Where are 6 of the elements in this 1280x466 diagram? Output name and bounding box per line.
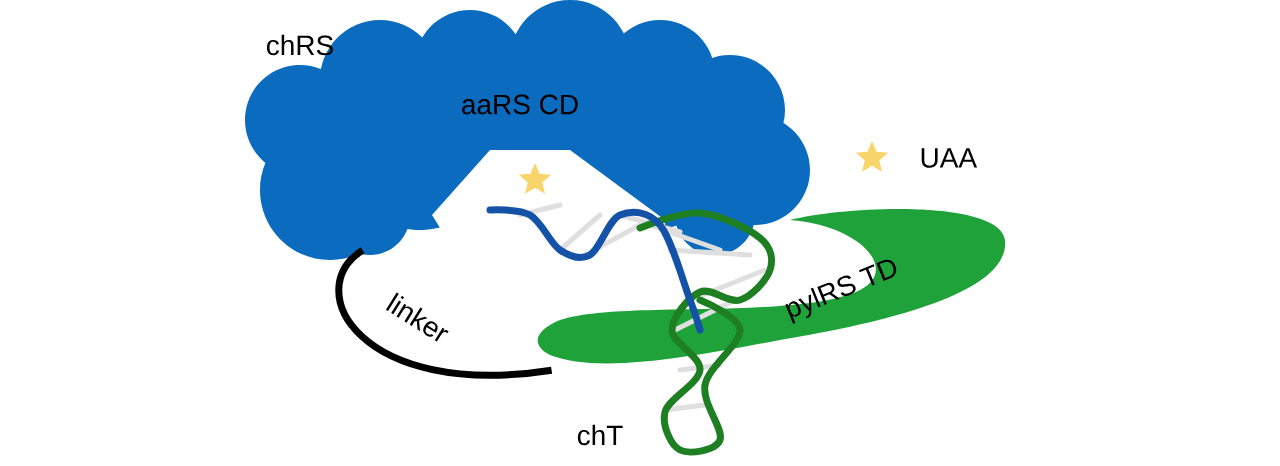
linker-curve — [335, 247, 552, 379]
part-label: chRS — [266, 34, 333, 56]
node-label: aaRS CD — [462, 94, 578, 115]
legend-label: UAA — [921, 148, 978, 168]
part-label: chT — [577, 424, 623, 446]
domain-band — [537, 209, 1005, 364]
